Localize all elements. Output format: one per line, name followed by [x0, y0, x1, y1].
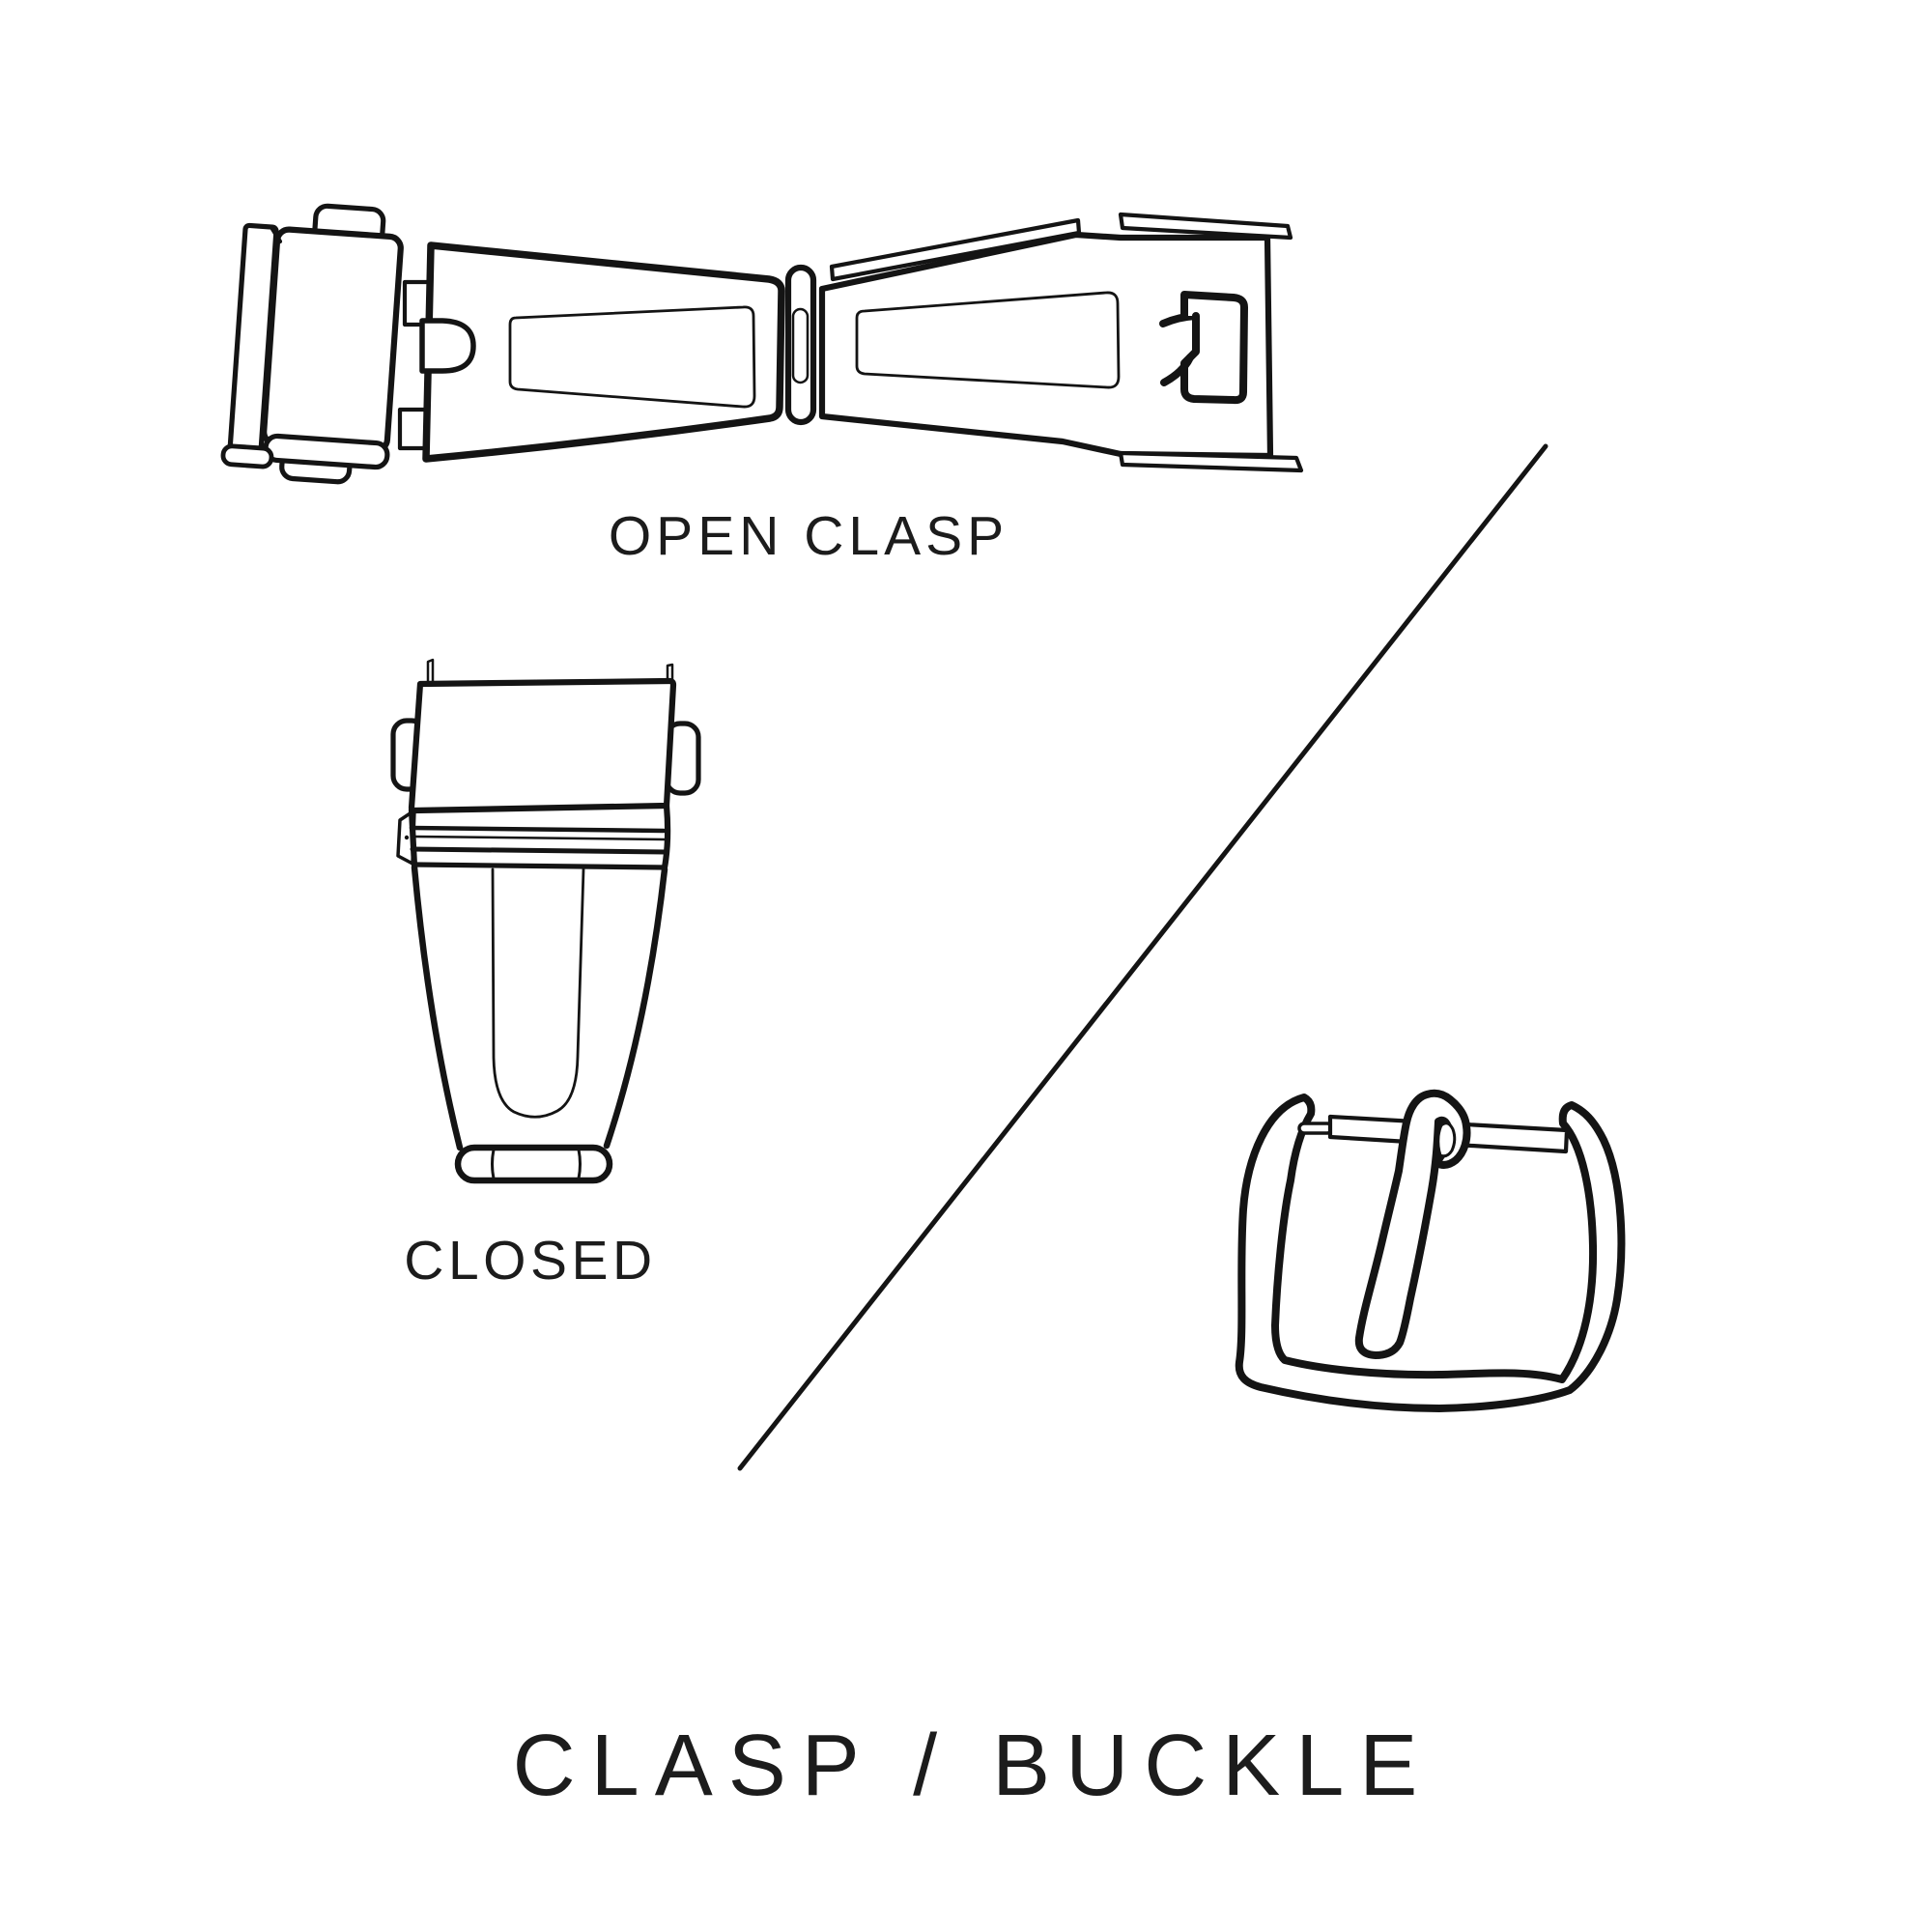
svg-text:CLASP / BUCKLE: CLASP / BUCKLE	[513, 1718, 1434, 1814]
svg-text:CLOSED: CLOSED	[404, 1230, 656, 1292]
svg-text:OPEN CLASP: OPEN CLASP	[609, 505, 1009, 567]
